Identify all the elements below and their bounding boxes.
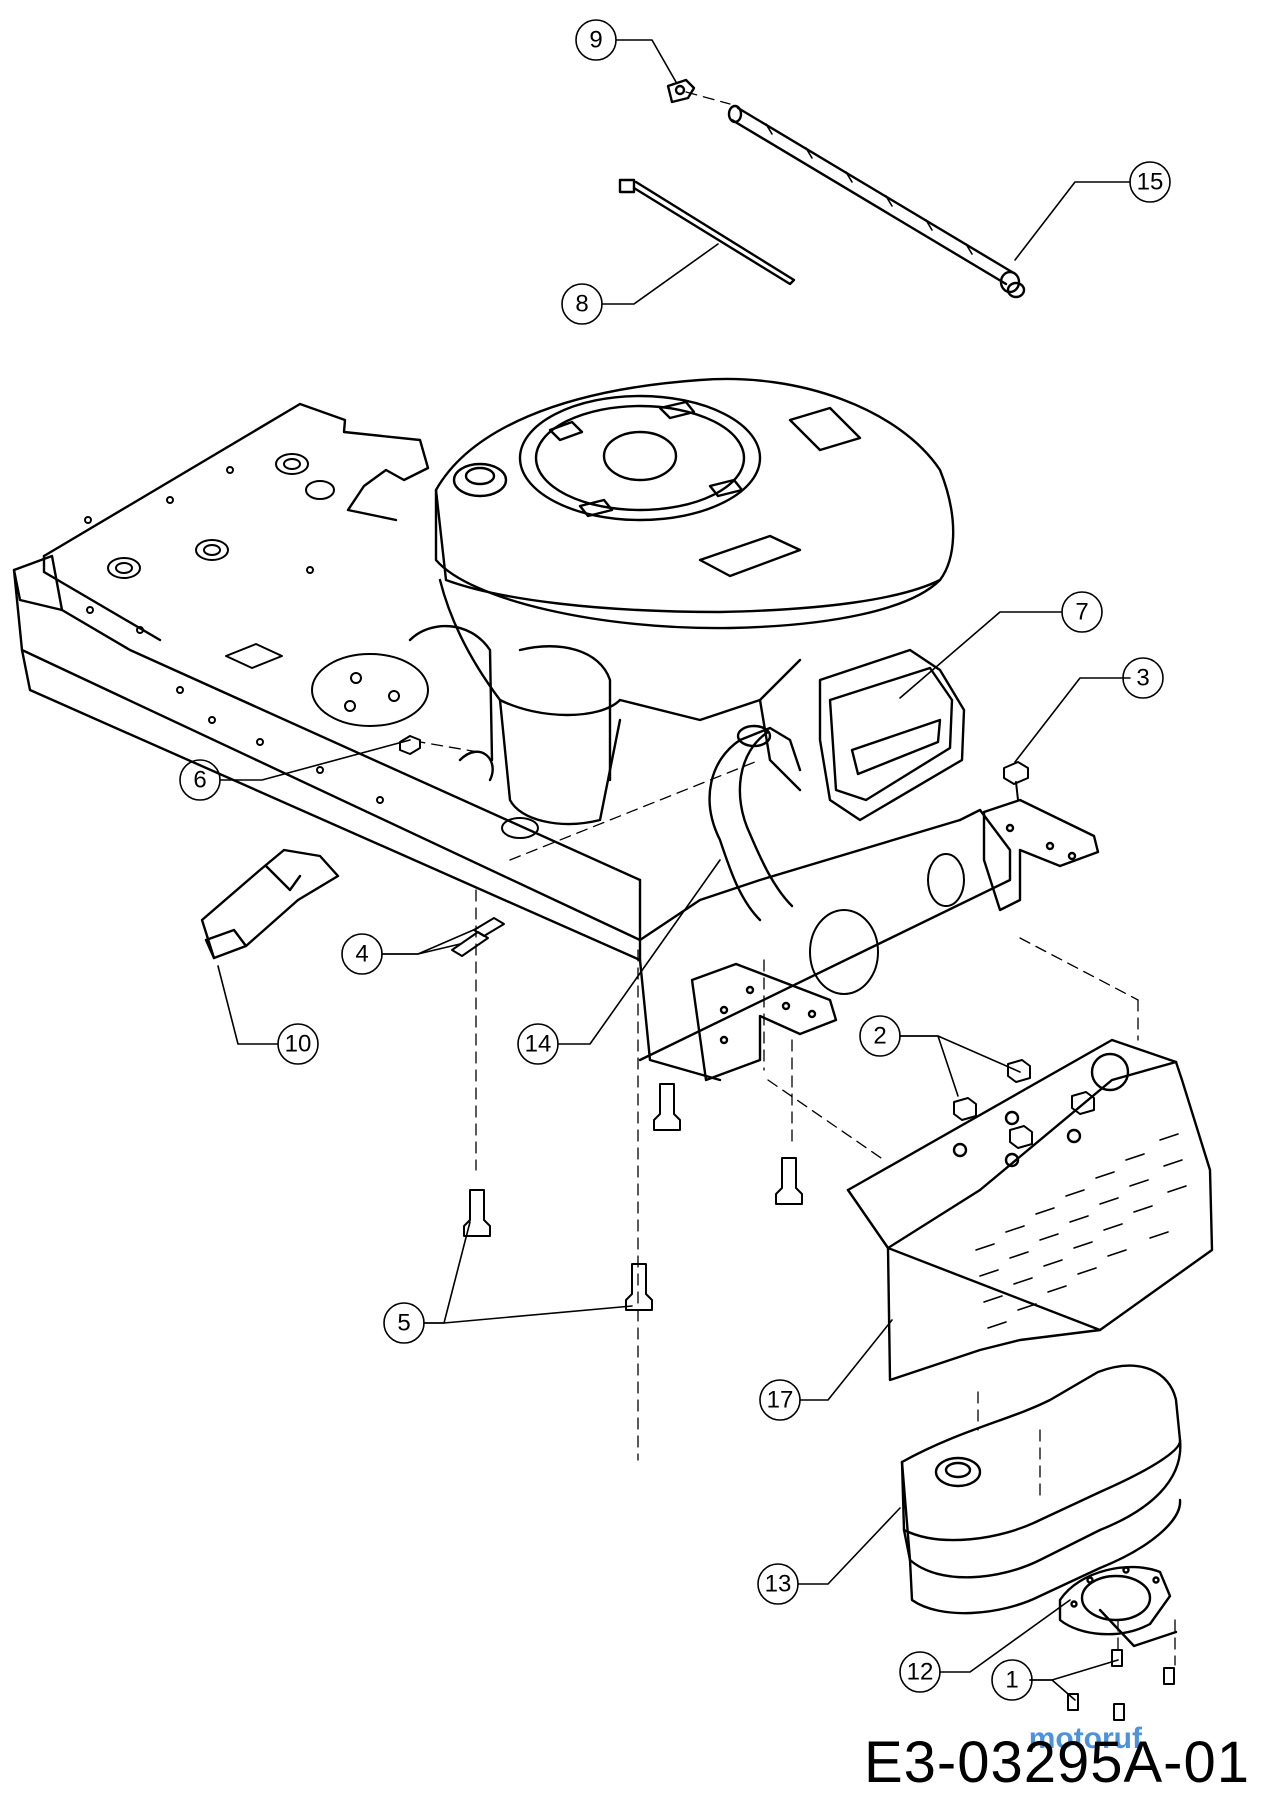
callout-5: [383, 1302, 425, 1344]
callout-7: [1061, 591, 1103, 633]
callout-9: [575, 19, 617, 61]
deflector-part-12: [1058, 1565, 1178, 1648]
callout-label-13: 13: [765, 1571, 792, 1598]
heat-shield-part-17: [846, 1038, 1214, 1382]
callout-label-8: 8: [575, 291, 588, 318]
callout-12: [899, 1651, 941, 1693]
dashed-alignment-lines: [419, 91, 1176, 1666]
callout-6: [179, 759, 221, 801]
rod-part-15: [727, 104, 1026, 299]
watermark-logo: motoruf: [1028, 1722, 1142, 1755]
guard-part-10: [200, 848, 340, 960]
callout-label-12: 12: [907, 1659, 934, 1686]
muffler-part-13: [900, 1364, 1182, 1615]
exhaust-pipe-part-14: [708, 724, 802, 922]
callout-15: [1129, 161, 1171, 203]
callout-4: [341, 933, 383, 975]
bracket-right: [982, 798, 1100, 912]
callout-10: [277, 1023, 319, 1065]
callout-3: [1122, 657, 1164, 699]
callout-2: [859, 1015, 901, 1057]
callout-label-14: 14: [525, 1031, 552, 1058]
callout-label-3: 3: [1136, 665, 1149, 692]
callout-labels: 1 2 3 4 5 6 7 8 9 10 12 13 14 15 17: [193, 27, 1163, 1694]
chassis-frame: [12, 402, 1012, 1082]
callout-circles: [179, 19, 1171, 1701]
bracket-left: [690, 962, 838, 1082]
callout-label-2: 2: [873, 1023, 886, 1050]
diagram-reference-code: E3-03295A-01: [863, 1730, 1250, 1795]
clip-part-9: [666, 78, 696, 104]
callout-17: [759, 1379, 801, 1421]
callout-label-15: 15: [1137, 169, 1164, 196]
engine-assembly: [408, 377, 955, 826]
callout-label-9: 9: [589, 27, 602, 54]
callout-label-1: 1: [1005, 1667, 1018, 1694]
callout-8: [561, 283, 603, 325]
callout-14: [517, 1023, 559, 1065]
fasteners: [399, 735, 1175, 1721]
callout-label-6: 6: [193, 767, 206, 794]
callout-13: [757, 1563, 799, 1605]
callout-label-7: 7: [1075, 599, 1088, 626]
callout-label-10: 10: [285, 1031, 312, 1058]
callout-1: [991, 1659, 1033, 1701]
ohv-cover-part-7: [818, 648, 966, 822]
cable-tie-part-8: [618, 178, 796, 286]
callout-label-4: 4: [355, 941, 368, 968]
leader-lines: [217, 39, 1131, 1701]
callout-label-5: 5: [397, 1310, 410, 1337]
callout-label-17: 17: [767, 1387, 794, 1414]
